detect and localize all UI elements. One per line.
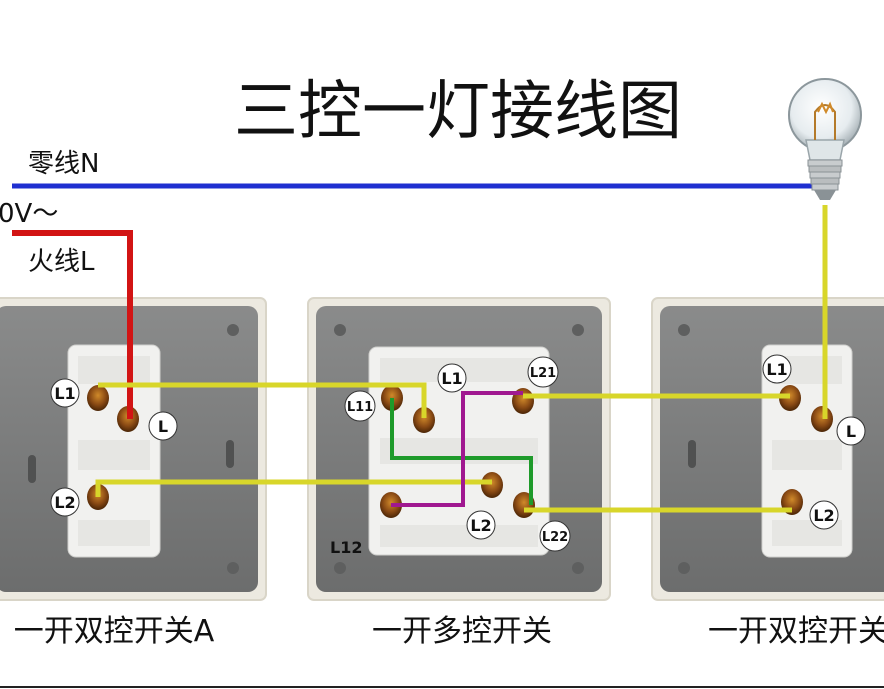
screw-hole — [227, 324, 239, 336]
module-panel — [380, 438, 538, 464]
wires — [12, 183, 828, 513]
terminal-badge — [466, 510, 496, 540]
switch-b-l-label: L — [846, 422, 856, 441]
switch-a-l1-label: L1 — [54, 384, 75, 403]
module-panel — [380, 525, 538, 547]
voltage-label: 0V～ — [0, 199, 58, 229]
switch-middle-caption: 一开多控开关 — [372, 614, 552, 649]
switch-b-caption: 一开双控开关 — [708, 614, 884, 649]
terminal-screw — [811, 406, 833, 432]
terminal-badge — [836, 416, 866, 446]
switch-a — [0, 297, 267, 601]
switch-a-caption: 一开双控开关A — [14, 614, 215, 649]
terminal-badge — [50, 378, 80, 408]
live-wire — [12, 230, 133, 419]
traveler-wire-a-l2 — [95, 479, 492, 497]
screw-hole — [334, 562, 346, 574]
terminal-screw — [87, 385, 109, 411]
internal-cross-purple — [391, 391, 523, 507]
terminal-badge — [527, 356, 559, 388]
terminal-badge — [762, 354, 792, 384]
terminal-screw — [413, 407, 435, 433]
switch-middle-l21-label: L21 — [530, 366, 556, 381]
switch-middle-l12-label: L12 — [330, 538, 362, 557]
switch-middle-l2-label: L2 — [470, 516, 491, 535]
module-panel — [772, 440, 842, 470]
diagram-title: 三控一灯接线图 — [234, 75, 682, 149]
switch-a-l2-label: L2 — [54, 493, 75, 512]
mount-slot — [28, 455, 36, 483]
neutral-label: 零线N — [28, 149, 99, 179]
switch-middle-l22-label: L22 — [542, 530, 568, 545]
terminal-badge — [437, 363, 467, 393]
screw-hole — [572, 562, 584, 574]
mount-slot — [226, 440, 234, 468]
traveler-wire-a-l1 — [98, 382, 427, 418]
module-panel — [78, 440, 150, 470]
screw-hole — [678, 324, 690, 336]
terminal-badge — [539, 520, 571, 552]
screw-hole — [572, 324, 584, 336]
screw-hole — [227, 562, 239, 574]
terminal-badge — [344, 390, 376, 422]
terminal-badge — [50, 487, 80, 517]
module-panel — [78, 520, 150, 546]
switch-b-l2-label: L2 — [813, 506, 834, 525]
terminal-screw — [481, 472, 503, 498]
module-panel — [78, 356, 150, 384]
switch-b — [651, 297, 884, 601]
terminal-badge — [809, 500, 839, 530]
terminal-badge — [148, 411, 178, 441]
screw-hole — [678, 562, 690, 574]
switch-middle-l11-label: L11 — [347, 400, 373, 415]
light-bulb-icon — [788, 78, 862, 200]
live-label: 火线L — [28, 247, 95, 277]
screw-hole — [334, 324, 346, 336]
switch-b-l1-label: L1 — [766, 360, 787, 379]
mount-slot — [688, 440, 696, 468]
switch-middle-l1-label: L1 — [441, 369, 462, 388]
switch-a-l-label: L — [158, 417, 168, 436]
